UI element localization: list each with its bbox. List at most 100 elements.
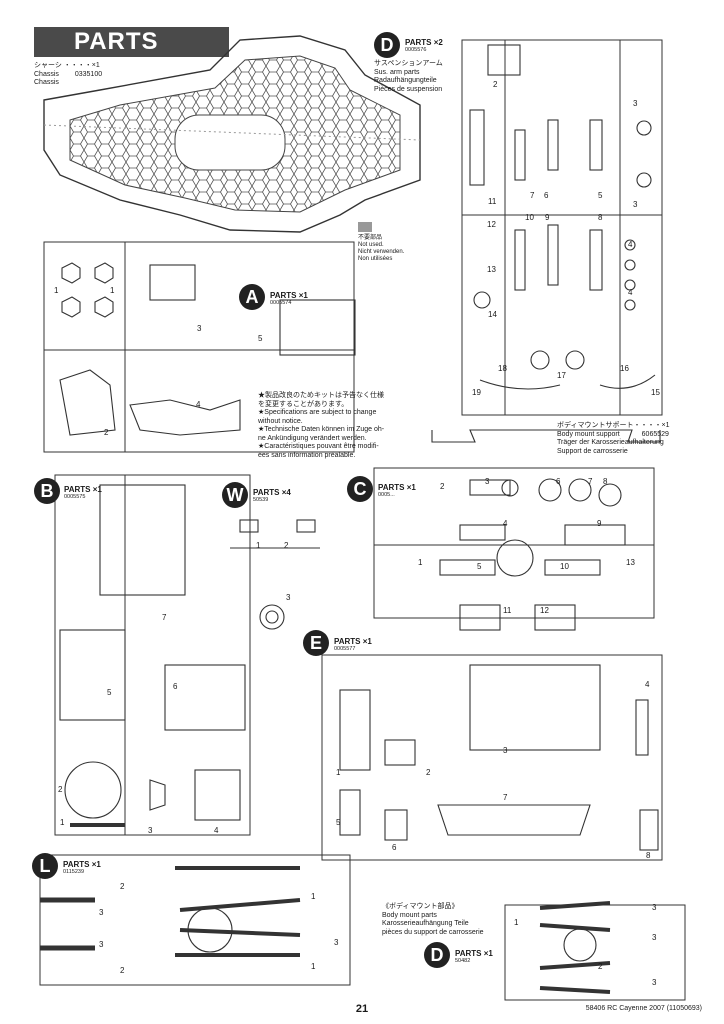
part-num: 10 [525, 213, 534, 222]
part-num: 2 [120, 882, 125, 891]
part-num: 1 [54, 286, 59, 295]
part-num: 2 [104, 428, 109, 437]
parts-c-badge: C [347, 476, 373, 502]
part-num: 3 [148, 826, 153, 835]
part-num: 4 [628, 288, 633, 297]
parts-d-header: PARTS ×2 0005576 [405, 38, 443, 53]
part-num: 18 [498, 364, 507, 373]
part-num: 3 [633, 200, 638, 209]
part-num: 7 [162, 613, 167, 622]
part-num: 1 [256, 541, 261, 550]
chassis-label-jp: シャーシ ・・・・×1 [34, 62, 100, 69]
part-num: 4 [196, 400, 201, 409]
part-num: 2 [120, 966, 125, 975]
part-num: 6 [556, 477, 561, 486]
chassis-label: シャーシ ・・・・×1 Chassis 0335100 Chassis [34, 62, 102, 88]
part-num: 11 [488, 197, 497, 206]
part-num: 4 [628, 240, 633, 249]
parts-a-header: PARTS ×1 0005574 [270, 291, 308, 306]
parts-b-badge: B [34, 478, 60, 504]
part-num: 4 [503, 519, 508, 528]
part-num: 4 [645, 680, 650, 689]
part-num: 19 [472, 388, 481, 397]
part-num: 4 [214, 826, 219, 835]
part-num: 3 [503, 746, 508, 755]
part-num: 15 [651, 388, 660, 397]
part-num: 1 [311, 962, 316, 971]
part-num: 5 [107, 688, 112, 697]
part-num: 10 [560, 562, 569, 571]
part-num: 3 [286, 593, 291, 602]
parts-d-badge: D [374, 32, 400, 58]
part-num: 7 [530, 191, 535, 200]
not-used-label: 不要部品 Not used. Nicht verwenden. Non util… [358, 235, 405, 262]
page-title: PARTS [34, 27, 229, 57]
parts-a-badge: A [239, 284, 265, 310]
page-number: 21 [355, 1003, 369, 1015]
part-num: 5 [598, 191, 603, 200]
part-num: 3 [485, 477, 490, 486]
part-num: 7 [503, 793, 508, 802]
part-num: 3 [652, 978, 657, 987]
part-num: 2 [58, 785, 63, 794]
part-num: 1 [311, 892, 316, 901]
parts-c-header: PARTS ×1 0005... [378, 483, 416, 498]
chassis-label-en: Chassis [34, 70, 59, 78]
part-num: 3 [334, 938, 339, 947]
part-num: 17 [557, 371, 566, 380]
part-num: 3 [197, 324, 202, 333]
part-num: 7 [588, 477, 593, 486]
part-num: 3 [99, 908, 104, 917]
part-num: 1 [110, 286, 115, 295]
parts-d2-header: PARTS ×1 50482 [455, 949, 493, 964]
part-num: 2 [440, 482, 445, 491]
part-num: 6 [392, 843, 397, 852]
part-num: 1 [60, 818, 65, 827]
parts-e-header: PARTS ×1 0005577 [334, 637, 372, 652]
part-num: 2 [598, 962, 603, 971]
part-num: 16 [620, 364, 629, 373]
part-num: 3 [652, 903, 657, 912]
part-num: 13 [487, 265, 496, 274]
part-num: 5 [477, 562, 482, 571]
part-num: 8 [598, 213, 603, 222]
parts-l-badge: L [32, 853, 58, 879]
part-num: 2 [426, 768, 431, 777]
parts-d2-description: 《ボディマウント部品》Body mount parts Karosserieau… [382, 903, 484, 936]
parts-w-header: PARTS ×4 50539 [253, 488, 291, 503]
part-num: 12 [487, 220, 496, 229]
part-num: 3 [652, 933, 657, 942]
part-num: 3 [633, 99, 638, 108]
parts-b-header: PARTS ×1 0005575 [64, 485, 102, 500]
part-num: 5 [336, 818, 341, 827]
part-num: 2 [493, 80, 498, 89]
chassis-code: 0335100 [74, 70, 103, 78]
footer-code: 58406 RC Cayenne 2007 (11050693) [585, 1005, 702, 1012]
part-num: 3 [99, 940, 104, 949]
spec-notice: ★製品改良のためキットは予告なく仕様を変更することがあります。 ★Specifi… [258, 392, 385, 459]
part-num: 12 [540, 606, 549, 615]
parts-l-header: PARTS ×1 0115239 [63, 860, 101, 875]
part-num: 2 [284, 541, 289, 550]
part-num: 9 [597, 519, 602, 528]
part-num: 5 [258, 334, 263, 343]
part-num: 6 [173, 682, 178, 691]
part-num: 8 [646, 851, 651, 860]
part-num: 1 [336, 768, 341, 777]
part-num: 11 [503, 606, 512, 615]
part-num: 13 [626, 558, 635, 567]
parts-w-badge: W [222, 482, 248, 508]
parts-d2-badge: D [424, 942, 450, 968]
part-num: 8 [603, 477, 608, 486]
chassis-label-de: Chassis [34, 79, 59, 86]
part-num: 1 [418, 558, 423, 567]
part-num: 1 [514, 918, 519, 927]
part-num: 14 [488, 310, 497, 319]
not-used-swatch [358, 222, 372, 232]
part-num: 6 [544, 191, 549, 200]
parts-e-badge: E [303, 630, 329, 656]
part-num: 9 [545, 213, 550, 222]
